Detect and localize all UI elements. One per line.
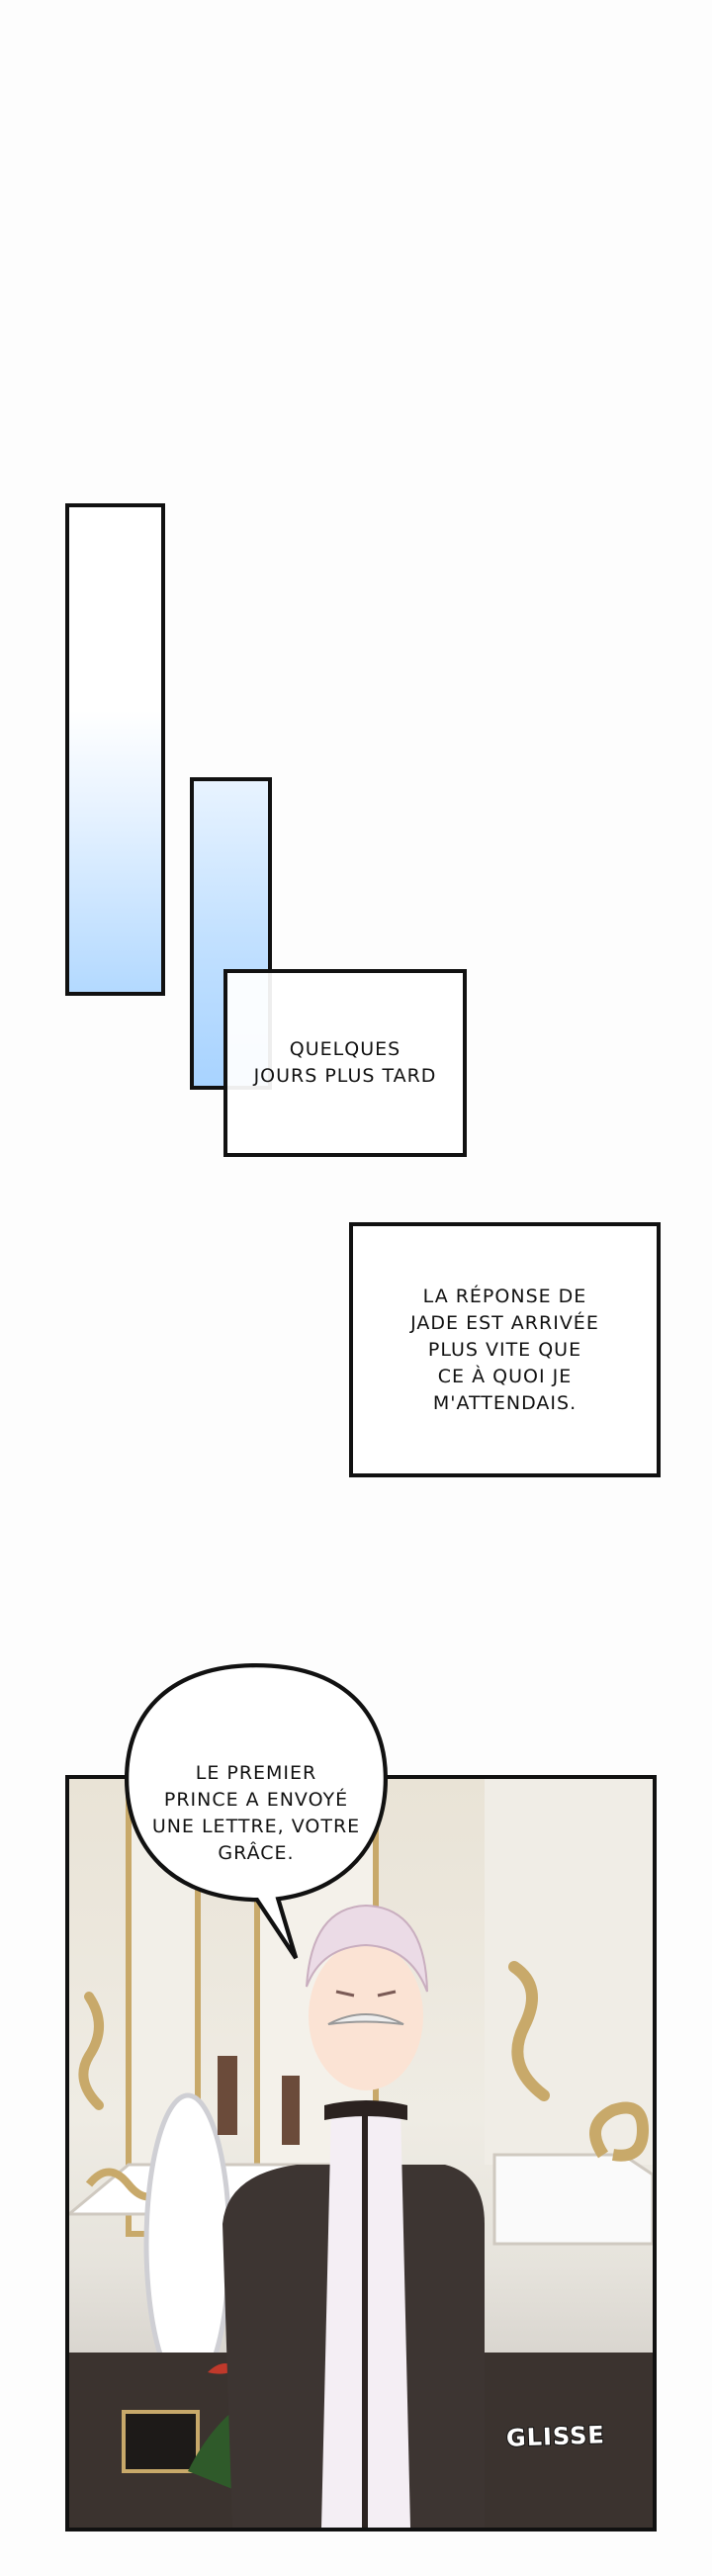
speech-line: PRINCE A ENVOYÉ [163, 1789, 349, 1811]
speech-bubble-text: LE PREMIER PRINCE A ENVOYÉ UNE LETTRE, V… [99, 1760, 413, 1867]
caption-box-time-skip: QUELQUES JOURS PLUS TARD [223, 969, 467, 1157]
caption-line: JOURS PLUS TARD [253, 1065, 437, 1087]
caption-line: M'ATTENDAIS. [432, 1391, 578, 1414]
sound-effect: GLISSE [505, 2420, 607, 2452]
caption-line: CE À QUOI JE [437, 1365, 573, 1387]
caption-line: QUELQUES [289, 1038, 401, 1060]
speech-line: LE PREMIER [195, 1762, 317, 1784]
caption-line: JADE EST ARRIVÉE [410, 1311, 599, 1334]
caption-line: PLUS VITE QUE [427, 1338, 582, 1361]
speech-line: UNE LETTRE, VOTRE [151, 1816, 361, 1837]
speech-bubble [124, 1662, 389, 1960]
speech-line: GRÂCE. [218, 1842, 295, 1864]
gradient-panel-tall [65, 503, 165, 996]
caption-line: LA RÉPONSE DE [422, 1285, 587, 1307]
caption-box-narration: LA RÉPONSE DE JADE EST ARRIVÉE PLUS VITE… [349, 1222, 661, 1477]
